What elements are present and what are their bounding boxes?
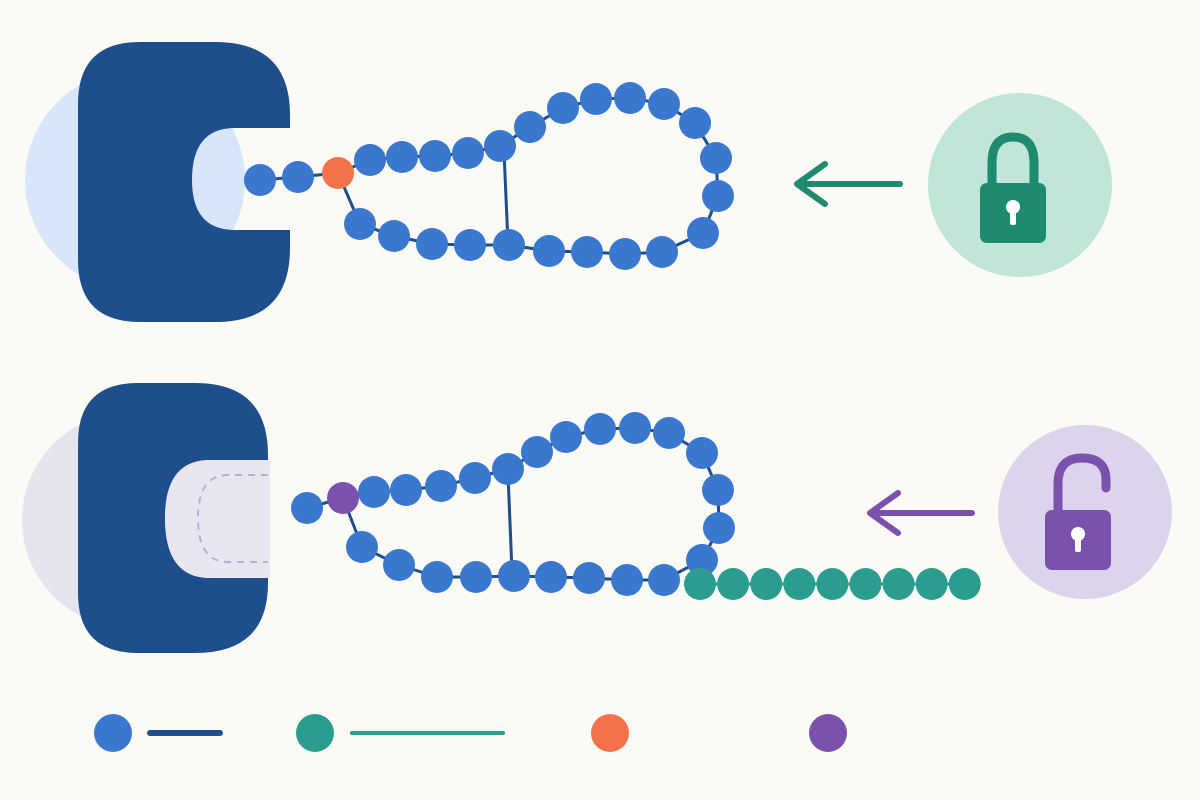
crosslink-bond: [502, 151, 510, 244]
enzyme-bottom: [78, 383, 268, 653]
released-bead: [783, 568, 816, 600]
chain-bead: [390, 474, 422, 506]
padlock-open-icon: [1045, 453, 1111, 570]
chain-bead: [700, 142, 732, 174]
shackle: [987, 132, 1039, 183]
chain-bead: [547, 92, 579, 124]
chain-bead: [648, 564, 680, 596]
chain-bead: [702, 180, 734, 212]
chain-bead: [611, 564, 643, 596]
chain-bead: [460, 561, 492, 593]
chain-bead: [454, 229, 486, 261]
released-bead: [915, 568, 948, 600]
chain-bead: [421, 561, 453, 593]
legend-bead: [809, 714, 847, 752]
chain-bead: [687, 217, 719, 249]
enzyme-top: [78, 42, 290, 322]
chain-bead: [584, 413, 616, 445]
released-bead: [849, 568, 882, 600]
chain-bead: [573, 562, 605, 594]
chain-bead: [282, 161, 314, 193]
released-bead: [882, 568, 915, 600]
legend-bead: [94, 714, 132, 752]
crosslink-bond: [506, 473, 514, 573]
chain-bead: [550, 421, 582, 453]
chain-bead: [492, 453, 524, 485]
cleavage-site-bead: [322, 157, 354, 189]
chain-bead: [244, 164, 276, 196]
released-bead: [750, 568, 783, 600]
chain-top: [244, 82, 734, 270]
locked-panel: [25, 42, 1112, 322]
chain-bead: [346, 531, 378, 563]
unlocked-panel: [22, 383, 1172, 653]
padlock-closed-icon: [980, 132, 1046, 243]
chain-bead: [580, 83, 612, 115]
chain-bead: [344, 208, 376, 240]
pocket-outline: [196, 474, 268, 563]
legend-bead: [591, 714, 629, 752]
chain-bead: [498, 560, 530, 592]
empty-binding-pocket: [165, 460, 270, 578]
keyhole: [1006, 200, 1020, 214]
chain-bead: [609, 238, 641, 270]
legend: [94, 714, 847, 752]
chain-bead: [571, 236, 603, 268]
chain-bead: [452, 137, 484, 169]
chain-bead: [679, 107, 711, 139]
chain-bead: [493, 229, 525, 261]
chain-bead: [614, 82, 646, 114]
chain-bead: [484, 130, 516, 162]
chain-bead: [358, 476, 390, 508]
keyhole: [1071, 527, 1085, 541]
chain-bottom: [291, 412, 735, 596]
chain-bead: [653, 417, 685, 449]
cleavage-site-bead: [327, 482, 359, 514]
chain-bead: [416, 228, 448, 260]
chain-bead: [419, 140, 451, 172]
release-arrow: [867, 490, 975, 536]
chain-bead: [514, 111, 546, 143]
chain-bead: [533, 235, 565, 267]
chain-bead: [535, 561, 567, 593]
chain-bead: [354, 144, 386, 176]
chain-bead: [291, 492, 323, 524]
arrow-head: [794, 161, 828, 207]
released-bead: [717, 568, 750, 600]
chain-bead: [459, 462, 491, 494]
shackle: [1053, 453, 1111, 515]
legend-bead: [296, 714, 334, 752]
chain-bead: [646, 236, 678, 268]
chain-bead: [521, 436, 553, 468]
chain-bead: [702, 474, 734, 506]
keyhole-slot: [1075, 536, 1081, 552]
chain-bead: [383, 549, 415, 581]
keyhole-slot: [1010, 209, 1016, 225]
arrow-head: [867, 490, 901, 536]
released-bead: [684, 568, 716, 600]
release-arrow: [794, 161, 903, 207]
chain-bead: [378, 220, 410, 252]
chain-bead: [686, 437, 718, 469]
chain-bead: [425, 470, 457, 502]
chain-bead: [619, 412, 651, 444]
chain-bead: [686, 544, 718, 576]
released-bead: [816, 568, 849, 600]
chain-bead: [386, 141, 418, 173]
released-bead: [948, 568, 981, 600]
chain-bead: [648, 88, 680, 120]
released-chain: [684, 568, 981, 600]
chain-bead: [703, 512, 735, 544]
